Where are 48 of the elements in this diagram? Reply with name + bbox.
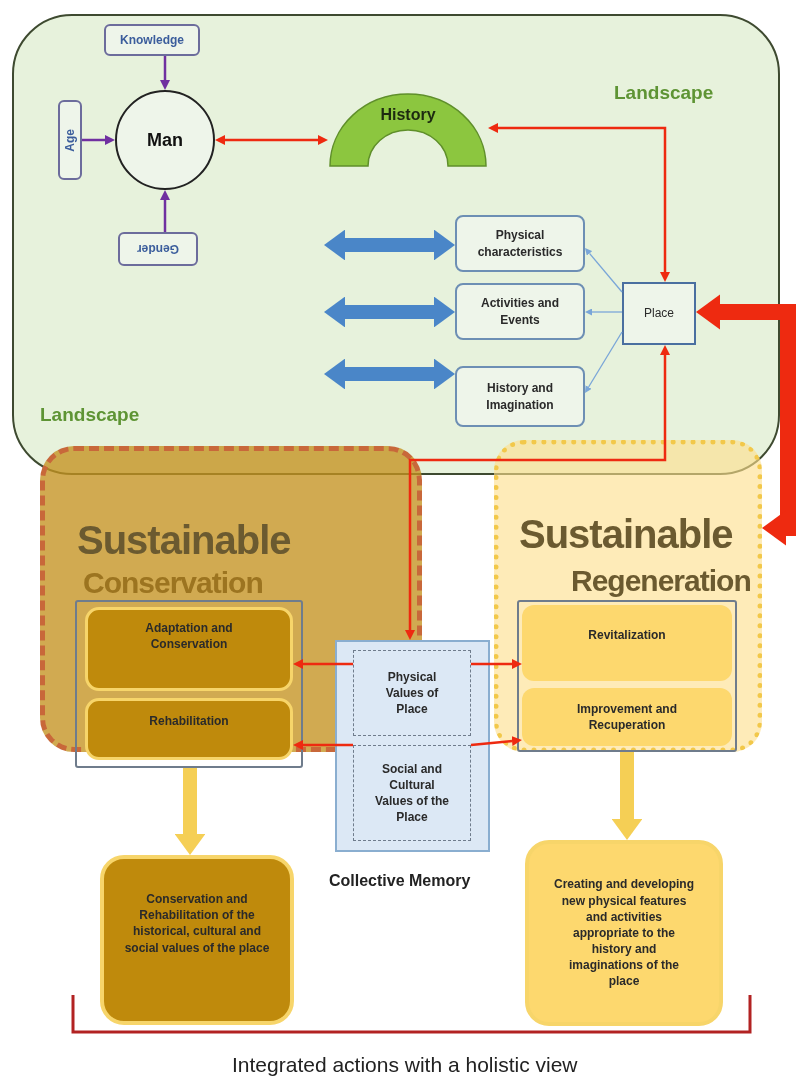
arrow [585,308,623,316]
process-box: Activities and Events [455,283,585,340]
region-label: Landscape [614,81,714,105]
text-box: Age [58,100,82,180]
text-box: Knowledge [104,24,200,56]
process-box: Physical Values of Place [353,650,471,736]
process-box: History and Imagination [455,366,585,427]
process-box: Social and Cultural Values of the Place [353,745,471,841]
process-box: Conservation and Rehabilitation of the historical, cultural and social values of the place [100,855,294,1025]
block-arrow [324,358,455,390]
arrow [82,135,115,145]
block-arrow [611,752,643,840]
process-box: Improvement and Recuperation [522,688,732,746]
process-box: Revitalization [522,605,732,681]
block-arrow [324,229,455,261]
arch-shape [328,92,488,168]
arrow [293,659,353,669]
region-title: Sustainable [519,511,733,558]
group-frame [517,600,737,752]
arrow [470,736,522,747]
region-title: Regeneration [571,563,751,599]
arrow [585,248,623,293]
process-box: Physical characteristics [455,215,585,272]
process-box: Place [622,282,696,345]
arrow [584,331,623,393]
process-box: Adaptation and Conservation [85,607,293,691]
arrow [160,56,170,90]
block-arrow [324,296,455,328]
arrow [160,190,170,232]
block-arrow [174,768,206,855]
heading: Collective Memory [329,871,471,891]
arrow [293,740,353,750]
arrow [405,345,670,640]
text-box: Gender [118,232,198,266]
process-box: Rehabilitation [85,698,293,760]
block-arrow [696,294,796,546]
landscape-region [12,14,780,475]
arrow [488,123,670,282]
region-title: Sustainable [77,517,291,564]
regeneration-region [494,440,762,752]
arrow [215,135,328,145]
node-label: History [380,105,436,125]
process-box: Creating and developing new physical features and activities appropriate to the history and imaginations of the place [525,840,723,1026]
group-frame [75,600,303,768]
region-label: Landscape [40,403,140,427]
arrow [471,659,522,669]
caption: Integrated actions with a holistic view [232,1053,578,1077]
circle-node: Man [115,90,215,190]
